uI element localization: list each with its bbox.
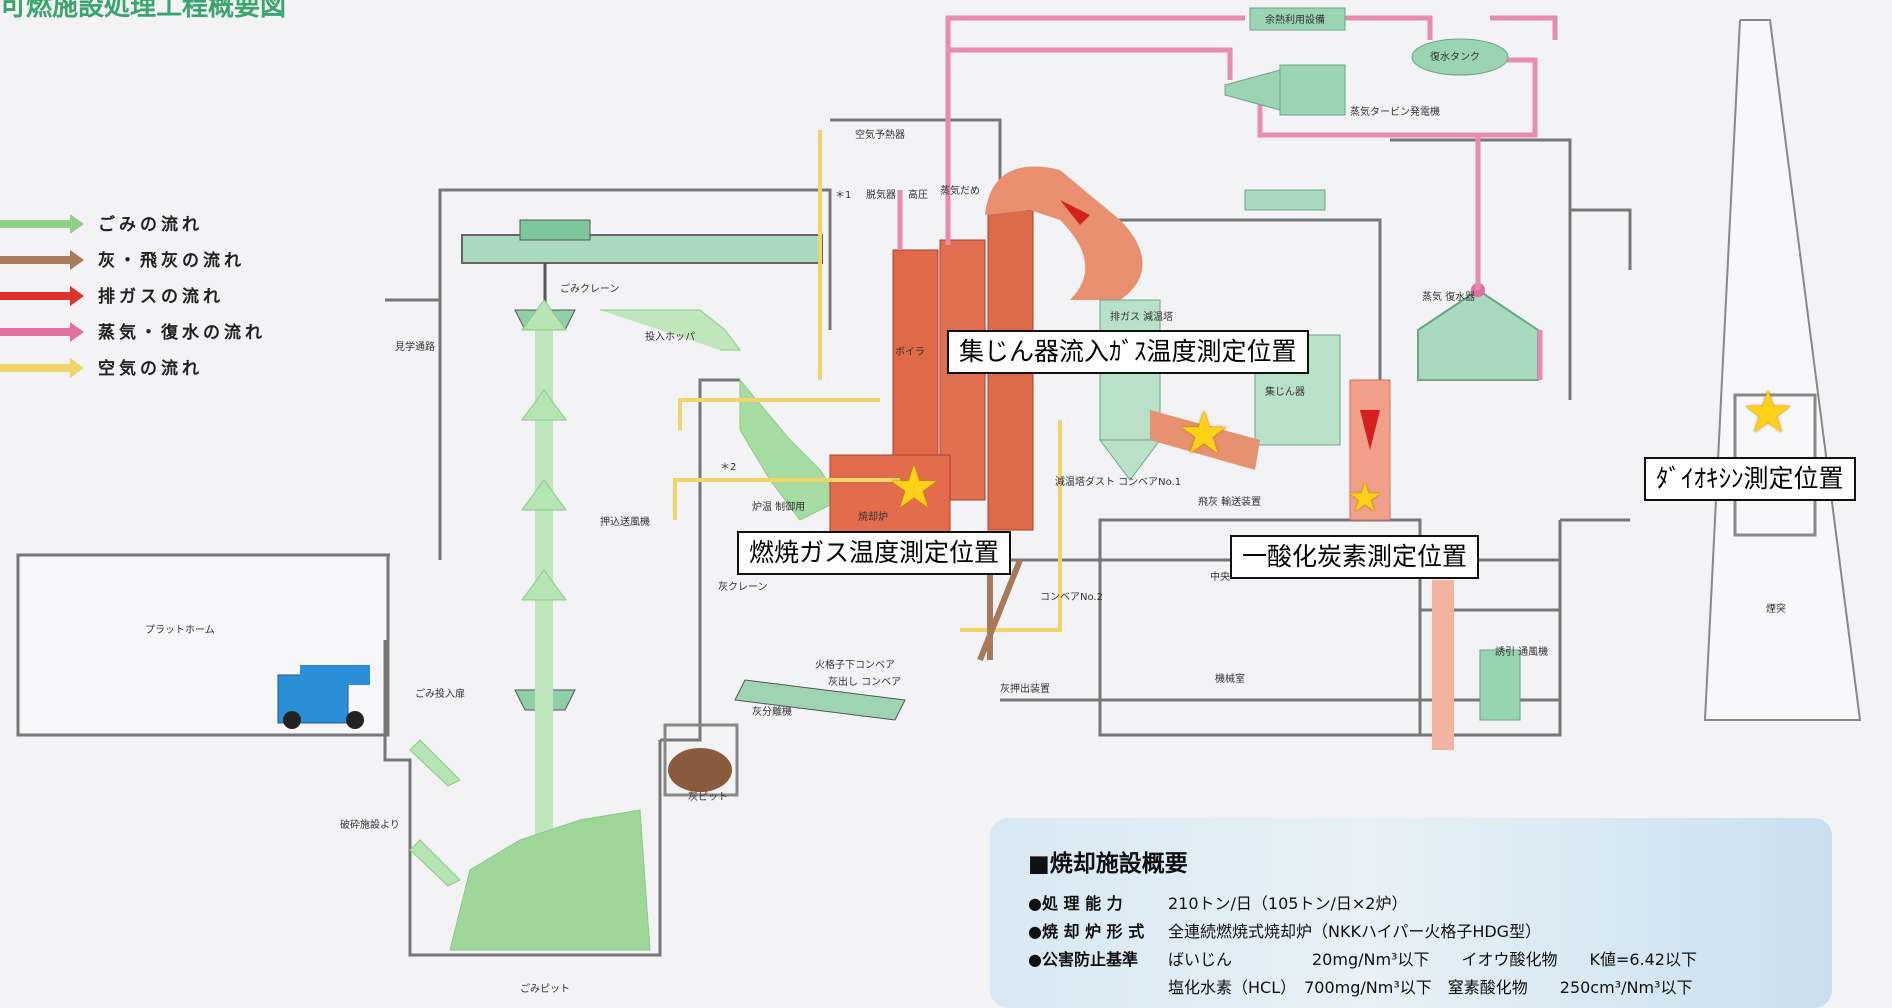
summary-key: ●公害防止基準 [1028,950,1138,969]
legend-label: 排ガスの流れ [98,286,224,307]
label-hopper: 投入ホッパ [645,330,695,343]
label-conveyor2: コンベアNo.2 [1040,591,1103,603]
legend-label: 蒸気・復水の流れ [98,322,266,343]
label-waste-pit: ごみピット [520,982,570,995]
callout-dust-inlet-temp: 集じん器流入ｶﾞｽ温度測定位置 [947,330,1309,374]
label-crusher: 破砕施設より [340,818,400,831]
label-pusher-fan: 押込送風機 [600,515,650,528]
label-cooling-conveyor: 減温塔ダスト コンベアNo.1 [1055,475,1181,488]
label-central: 中央 [1210,570,1230,583]
summary-row-capacity: ●処 理 能 力 210トン/日（105トン/日×2炉） [1028,890,1407,914]
legend-arrow-icon [0,322,84,342]
label-note2: ＊2 [720,462,736,473]
summary-value: ばいじん 20mg/Nm³以下 イオウ酸化物 K値=6.42以下 [1168,950,1697,969]
label-machine-room: 機械室 [1215,672,1245,685]
summary-title: ■焼却施設概要 [1028,851,1188,877]
summary-value: 210トン/日（105トン/日×2炉） [1168,894,1408,913]
marker-star-combustion: ★ [888,453,940,521]
label-air-preheater: 空気予熱器 [855,128,905,141]
diagram-labels: 余熱利用設備 復水タンク 蒸気タービン発電機 空気予熱器 脱気器 高圧 蒸気だめ… [145,13,1786,995]
steam-pipes [897,15,1558,380]
label-steam-condenser: 蒸気 復水器 [1422,290,1475,303]
page-heading: 可燃施設処理工程概要図 [0,0,287,22]
label-ash-pit: 灰ピット [688,790,728,803]
label-ash-pusher: 灰押出装置 [1000,682,1050,695]
legend-item: 蒸気・復水の流れ [0,322,266,343]
label-under-grate: 火格子下コンベア [815,658,895,671]
label-note1: ＊1 [835,190,851,201]
callout-combustion-temp: 燃焼ガス温度測定位置 [737,531,1012,575]
summary-row-standards: ●公害防止基準 ばいじん 20mg/Nm³以下 イオウ酸化物 K値=6.42以下 [1028,946,1697,970]
label-crane: ごみクレーン [560,282,620,295]
label-steam-drum: 蒸気だめ [940,184,980,197]
label-platform: プラットホーム [145,624,215,636]
label-turbine: 蒸気タービン発電機 [1350,105,1440,118]
steam-condenser [1244,189,1539,381]
summary-key: ●焼 却 炉 形 式 [1028,922,1145,941]
label-incinerator: 焼却炉 [858,511,888,523]
legend-arrow-icon [0,214,84,234]
label-waste-door: ごみ投入扉 [415,687,465,700]
marker-star-dust-inlet: ★ [1178,399,1230,467]
label-chimney: 煙突 [1766,602,1786,615]
facility-summary: ■焼却施設概要 ●処 理 能 力 210トン/日（105トン/日×2炉） ●焼 却… [990,818,1832,1008]
legend-arrow-icon [0,358,84,378]
legend-label: 空気の流れ [98,358,203,379]
label-boiler: ボイラ [895,346,925,358]
marker-star-co: ★ [1347,475,1383,521]
summary-row-standards-2: 塩化水素（HCL） 700mg/Nm³以下 窒素酸化物 250cm³/Nm³以下 [1028,974,1692,998]
summary-value: 全連続燃焼式焼却炉（NKKハイパー火格子HDG型） [1168,922,1542,941]
ash-flow [977,558,1023,662]
legend-item: 排ガスの流れ [0,286,224,307]
label-ash-crane: 灰クレーン [718,580,768,593]
label-gas-cooler: 排ガス 減温塔 [1110,310,1173,323]
summary-row-furnace-type: ●焼 却 炉 形 式 全連続燃焼式焼却炉（NKKハイパー火格子HDG型） [1028,918,1541,942]
label-ash-separator: 灰分離機 [752,705,792,718]
callout-dioxin: ﾀﾞｲｵｷｼﾝ測定位置 [1644,457,1856,501]
label-deaerator: 脱気器 [866,188,896,201]
legend-item: 空気の流れ [0,358,203,379]
label-waste-heat: 余熱利用設備 [1265,13,1325,26]
callout-co: 一酸化炭素測定位置 [1230,535,1480,579]
label-induced-fan: 誘引 通風機 [1495,645,1548,658]
legend-label: ごみの流れ [98,214,203,235]
label-condensate-tank: 復水タンク [1430,50,1480,63]
waste-flow [409,299,841,951]
summary-key: ●処 理 能 力 [1028,894,1123,913]
label-fly-ash: 飛灰 輸送装置 [1198,495,1261,508]
ash-pit-pile [668,748,732,792]
summary-value: 塩化水素（HCL） 700mg/Nm³以下 窒素酸化物 250cm³/Nm³以下 [1168,978,1693,997]
legend-label: 灰・飛灰の流れ [98,250,245,271]
garbage-truck [277,665,370,729]
label-high-pressure: 高圧 [908,188,928,201]
condensate-tank-shape [1224,7,1509,116]
legend-item: ごみの流れ [0,214,203,235]
label-furnace-temp: 炉温 制御用 [752,500,805,513]
conveyor [734,679,906,721]
label-dust-collector: 集じん器 [1265,385,1305,398]
label-ash-conveyor: 灰出し コンベア [828,675,901,688]
legend-arrow-icon [0,286,84,306]
marker-star-dioxin: ★ [1742,378,1794,446]
legend-arrow-icon [0,250,84,270]
legend-item: 灰・飛灰の流れ [0,250,245,271]
label-viewing: 見学通路 [395,340,435,353]
